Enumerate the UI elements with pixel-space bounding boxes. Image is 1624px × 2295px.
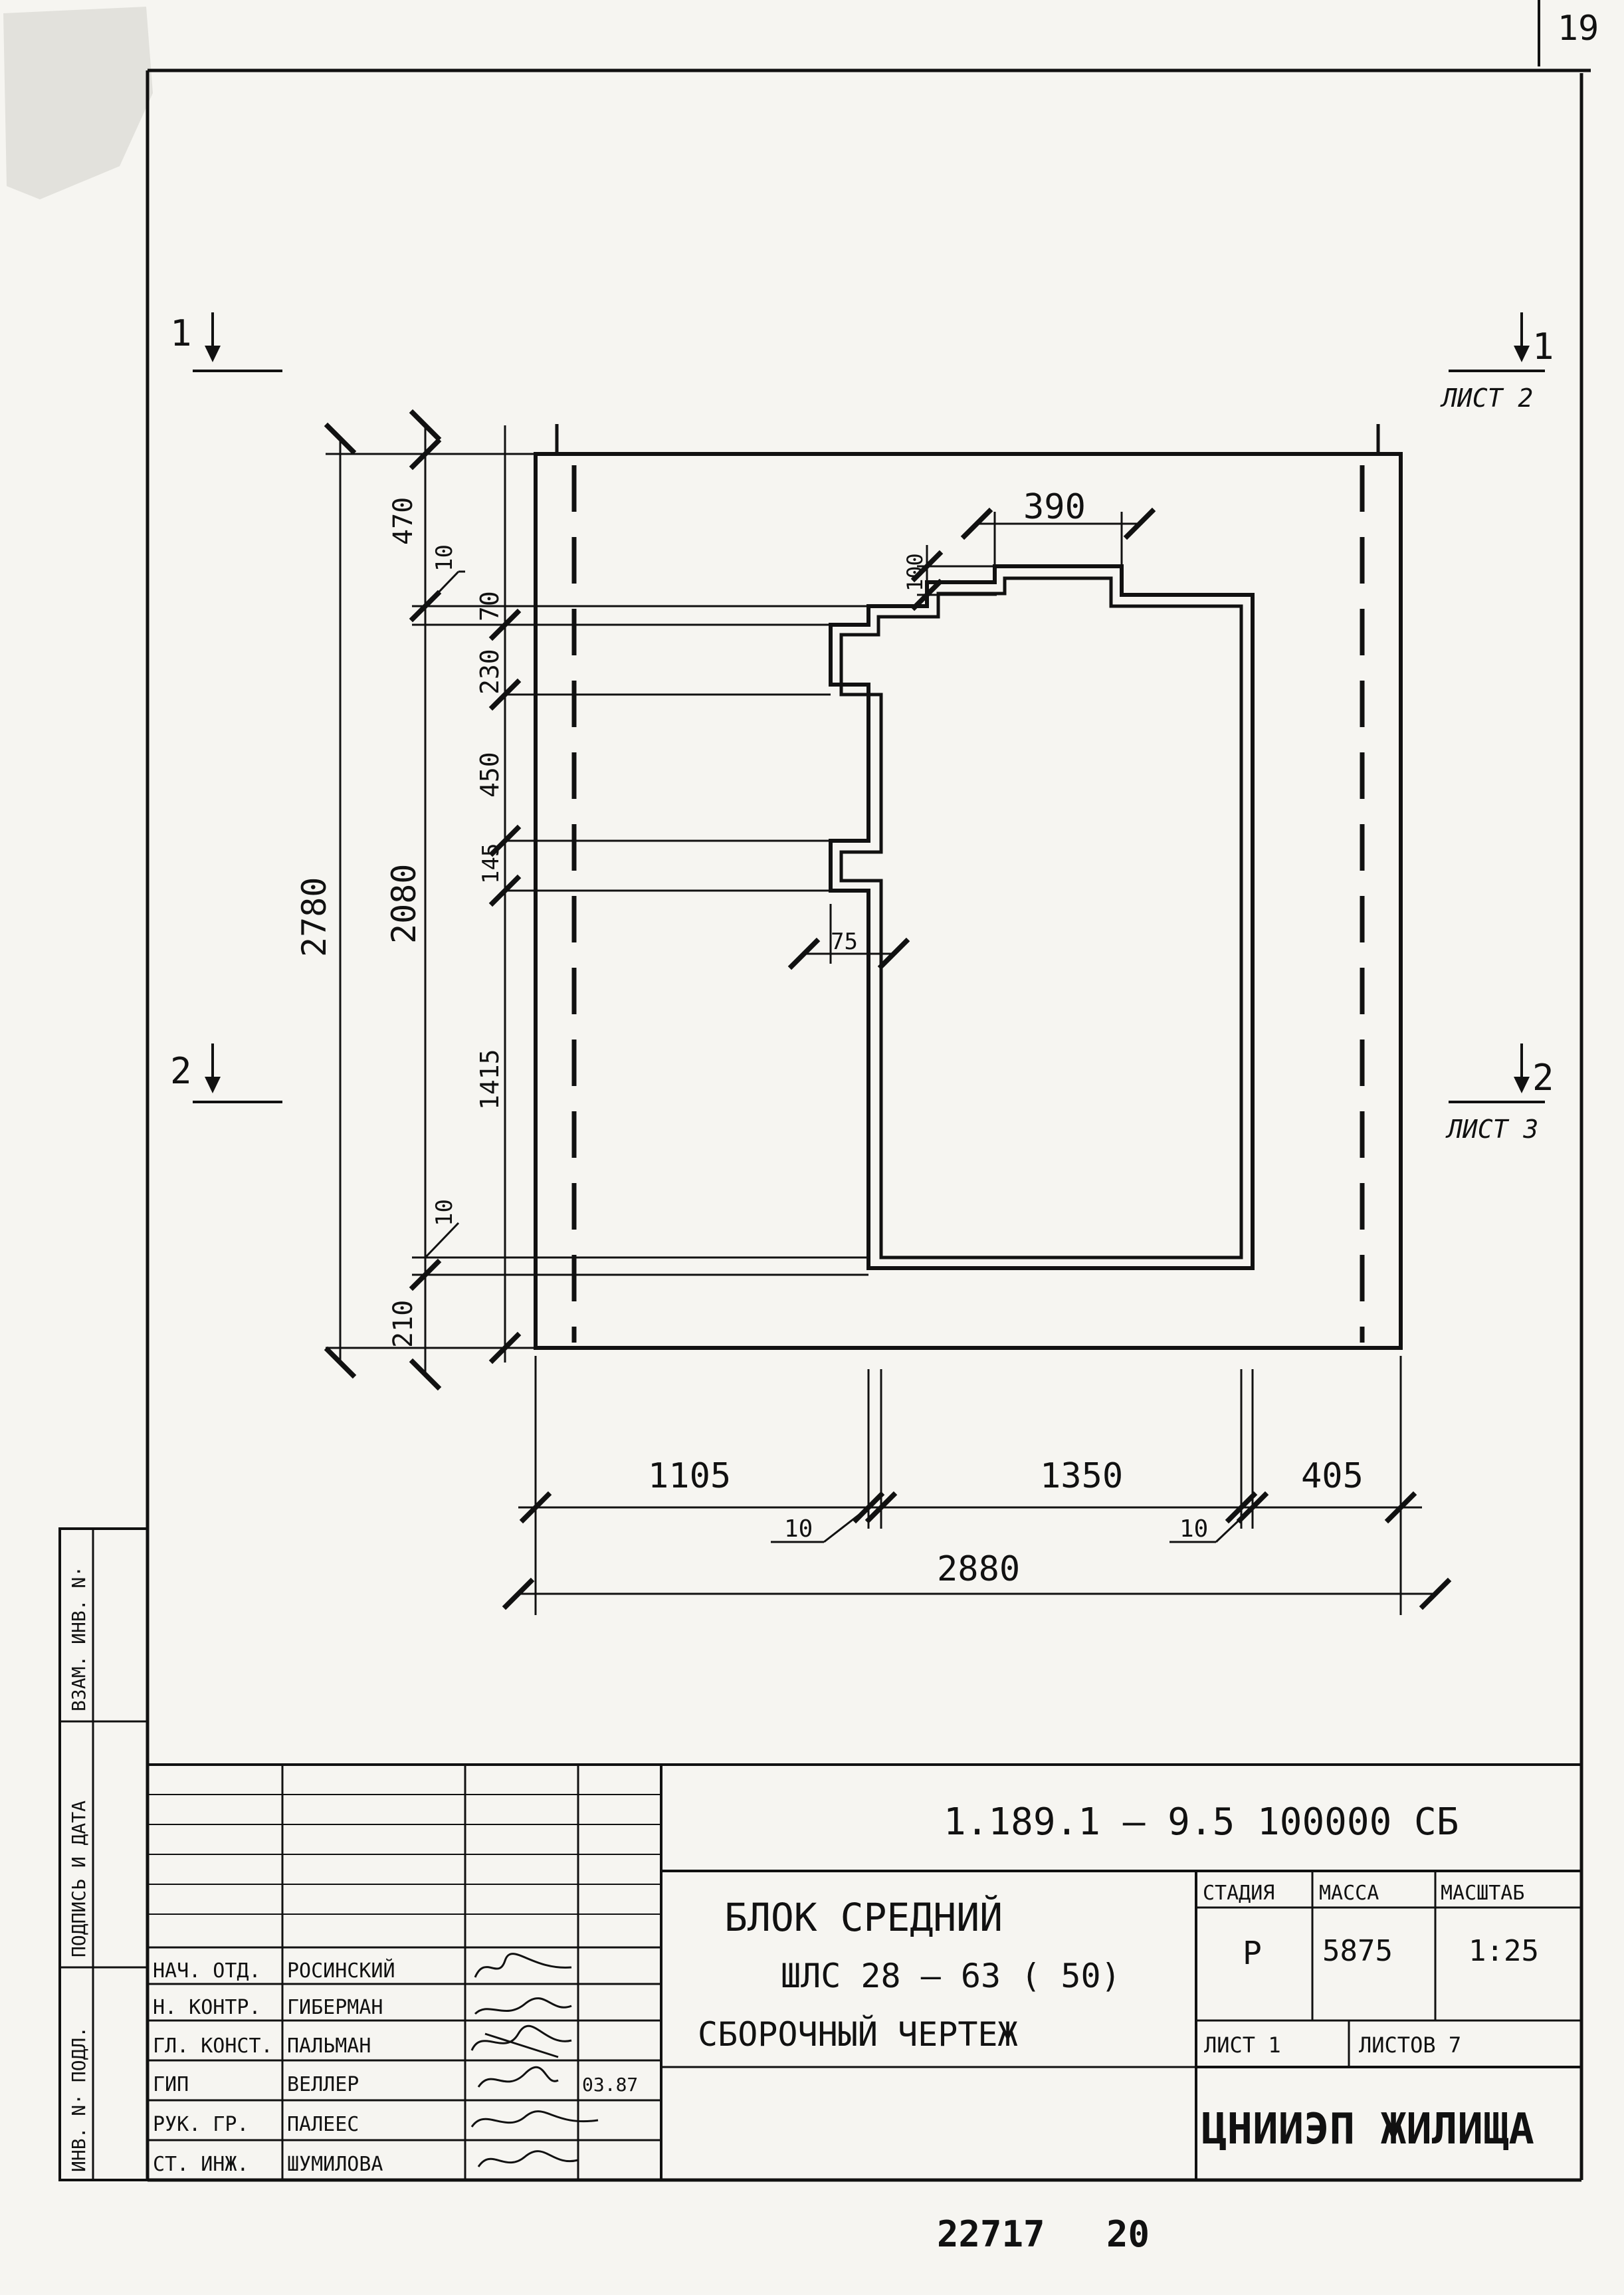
scale-label: МАСШТАБ [1441,1882,1524,1905]
side-stamp: ИНВ. N· ПОДЛ. ПОДПИСЬ И ДАТА ВЗАМ. ИНВ. … [58,1527,149,2181]
stage-value: Р [1243,1935,1262,1972]
dim-right-width: 405 [1301,1456,1364,1496]
section-2-right: 2 ЛИСТ 3 [1445,1043,1554,1144]
mass-label: МАССА [1319,1882,1379,1905]
name-0: РОСИНСКИЙ [287,1959,395,1983]
section-1-left-label: 1 [170,312,192,354]
dim-seg-230: 230 [475,649,504,695]
dim-recess: 75 [831,929,858,955]
top-dimensions [787,507,1156,970]
document-code: 1.189.1 – 9.5 100000 СБ [944,1801,1459,1844]
dim-offset-10-left: 10 [784,1515,813,1543]
role-2: ГЛ. КОНСТ. [153,2034,273,2058]
dim-seg-70: 70 [475,591,504,621]
section-1-right: 1 ЛИСТ 2 [1440,312,1554,413]
side-stamp-signature-date: ПОДПИСЬ И ДАТА [68,1801,90,1957]
section-1-right-label: 1 [1532,326,1554,368]
horizontal-dimensions [502,1356,1452,1615]
side-stamp-vzam-inv: ВЗАМ. ИНВ. N· [68,1566,90,1711]
sheets-total: ЛИСТОВ 7 [1359,2032,1461,2058]
name-2: ПАЛЬМАН [287,2034,371,2058]
section-2-left-label: 2 [170,1050,192,1092]
roles-table: НАЧ. ОТД. РОСИНСКИЙ Н. КОНТР. ГИБЕРМАН Г… [153,1959,638,2176]
dim-total-height: 2780 [295,877,334,957]
role-3: ГИП [153,2073,189,2096]
role-4: РУК. ГР. [153,2113,249,2136]
role-1: Н. КОНТР. [153,1996,261,2019]
side-stamp-inv-podl: ИНВ. N· ПОДЛ. [68,2026,90,2172]
block-outline [534,452,1403,1350]
dim-offset-10-top: 10 [431,544,458,572]
section-2-sheet-ref: ЛИСТ 3 [1445,1115,1538,1144]
vertical-dimensions [324,409,868,1391]
dim-total-width: 2880 [937,1549,1020,1589]
stage-label: СТАДИЯ [1203,1882,1274,1905]
sheet-number: ЛИСТ 1 [1204,2032,1281,2058]
sheet-frame [146,68,1591,2182]
name-3: ВЕЛЛЕР [287,2073,359,2096]
name-5: ШУМИЛОВА [287,2153,383,2176]
dim-opening-zone: 2080 [385,864,423,944]
role-0: НАЧ. ОТД. [153,1959,261,1983]
section-2-left: 2 [170,1043,282,1103]
section-1-left: 1 [170,312,282,372]
mass-value: 5875 [1322,1934,1393,1968]
section-2-right-label: 2 [1532,1057,1554,1099]
name-4: ПАЛЕЕС [287,2113,359,2136]
dim-offset-10-right: 10 [1179,1515,1208,1543]
signatures [470,1953,599,2167]
title-line-1: БЛОК СРЕДНИЙ [724,1894,1003,1940]
dim-top-margin: 470 [388,497,419,545]
dim-top-width: 390 [1023,487,1086,527]
copy-number: 20 [1106,2213,1150,2255]
ink-stamp [3,7,153,199]
dim-offset-10-bottom: 10 [431,1199,458,1226]
name-1: ГИБЕРМАН [287,1996,383,2019]
opening-outer-contour [829,564,1255,1270]
date-3: 03.87 [582,2074,638,2096]
dim-seg-1415: 1415 [475,1049,504,1110]
title-block [148,1763,1581,2180]
dim-middle-width: 1350 [1040,1456,1123,1496]
order-number: 22717 [937,2213,1045,2255]
organization: ЦНИИЭП ЖИЛИЩА [1201,2105,1534,2154]
title-line-2: ШЛС 28 – 63 ( 50) [781,1957,1121,1995]
title-line-3: СБОРОЧНЫЙ ЧЕРТЕЖ [698,2015,1018,2054]
section-1-sheet-ref: ЛИСТ 2 [1440,383,1533,413]
scale-value: 1:25 [1469,1934,1539,1968]
dim-seg-145: 145 [478,843,504,884]
opening-inner-contour [839,576,1243,1259]
dim-bottom-margin: 210 [388,1300,419,1348]
dim-seg-450: 450 [475,752,504,798]
role-5: СТ. ИНЖ. [153,2153,249,2176]
page-number: 19 [1558,9,1599,49]
dim-left-width: 1105 [648,1456,731,1496]
dim-top-step: 100 [902,553,928,592]
